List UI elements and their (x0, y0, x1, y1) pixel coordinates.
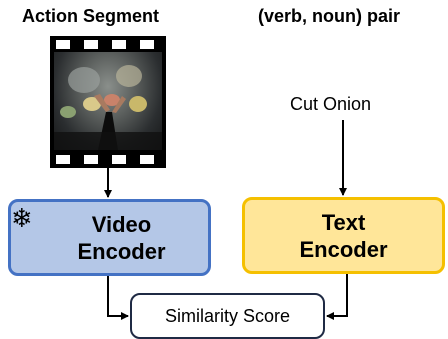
film-perforation (84, 40, 98, 49)
film-perforation (84, 155, 98, 164)
snowflake-icon: ❄ (11, 203, 33, 233)
film-perforation (112, 155, 126, 164)
action-segment-filmstrip (50, 36, 166, 168)
similarity-score-label: Similarity Score (164, 305, 291, 326)
arrow-text-encoder-to-similarity (326, 274, 348, 320)
kitchen-scene-illustration (54, 65, 162, 150)
arrow-video-encoder-to-similarity (107, 276, 129, 320)
text-encoder-label-line1: Text (321, 209, 366, 235)
text-encoder-label-line2: Encoder (299, 236, 388, 262)
video-encoder-box: Video Encoder (8, 199, 211, 276)
similarity-score-box: Similarity Score (130, 293, 325, 339)
film-perforation (140, 40, 154, 49)
film-perforation (112, 40, 126, 49)
verb-noun-input-text: Cut Onion (290, 94, 372, 114)
film-perforation (140, 155, 154, 164)
video-frame-image (54, 52, 162, 150)
action-segment-heading: Action Segment (22, 6, 160, 26)
verb-noun-pair-heading: (verb, noun) pair (258, 6, 401, 26)
film-perforation (56, 40, 70, 49)
video-encoder-label-line2: Encoder (77, 238, 166, 264)
text-encoder-box: Text Encoder (242, 197, 445, 274)
film-perforation (56, 155, 70, 164)
video-encoder-label-line1: Video (91, 211, 152, 237)
